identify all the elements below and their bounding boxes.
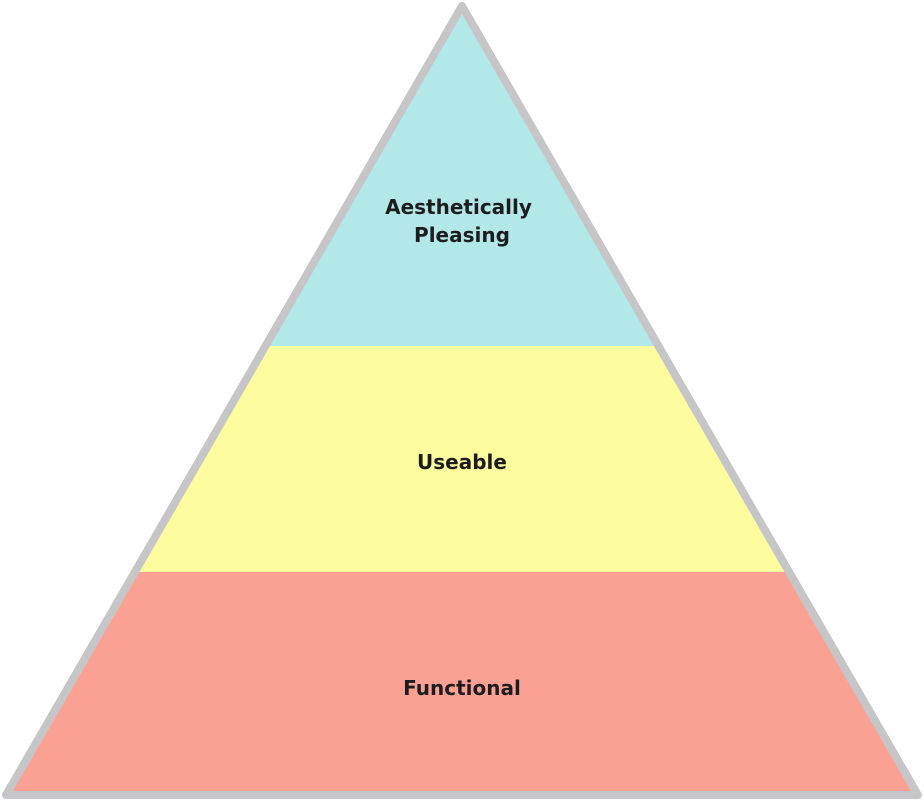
tier-aesthetically-pleasing [263, 6, 659, 346]
tier-label-aesthetically-pleasing: Aesthetically Pleasing [385, 195, 539, 247]
tier-label-functional: Functional [403, 676, 521, 700]
tier-functional [6, 572, 918, 795]
tier-label-line: Pleasing [414, 223, 510, 247]
tier-label-useable: Useable [417, 450, 507, 474]
tier-label-line: Useable [417, 450, 507, 474]
tier-label-line: Aesthetically [385, 195, 532, 219]
tier-label-line: Functional [403, 676, 521, 700]
tier-useable [132, 346, 791, 572]
